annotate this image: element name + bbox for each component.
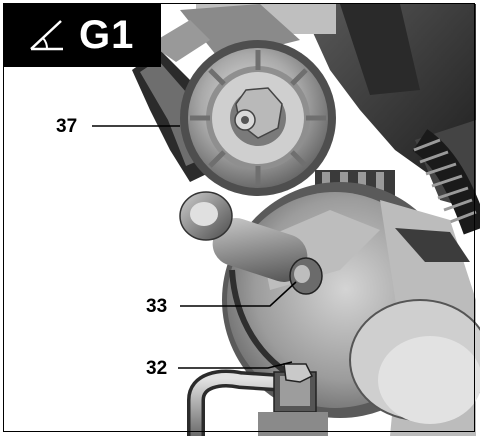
callout-label-33: 33 xyxy=(146,296,168,317)
coil-spring xyxy=(412,129,480,235)
adjustment-wheel xyxy=(180,40,336,196)
leader-line-33 xyxy=(180,281,297,307)
figure-frame xyxy=(3,3,475,432)
angle-icon xyxy=(30,20,63,51)
callout-label-32: 32 xyxy=(146,358,168,379)
figure-code: G1 xyxy=(79,12,135,57)
leader-lines xyxy=(92,125,297,369)
leader-line-32 xyxy=(178,361,293,369)
callout-label-37: 37 xyxy=(56,116,78,137)
figure-badge: G1 xyxy=(3,3,161,67)
bolt-32 xyxy=(187,363,328,436)
locking-pin-33 xyxy=(179,191,323,295)
